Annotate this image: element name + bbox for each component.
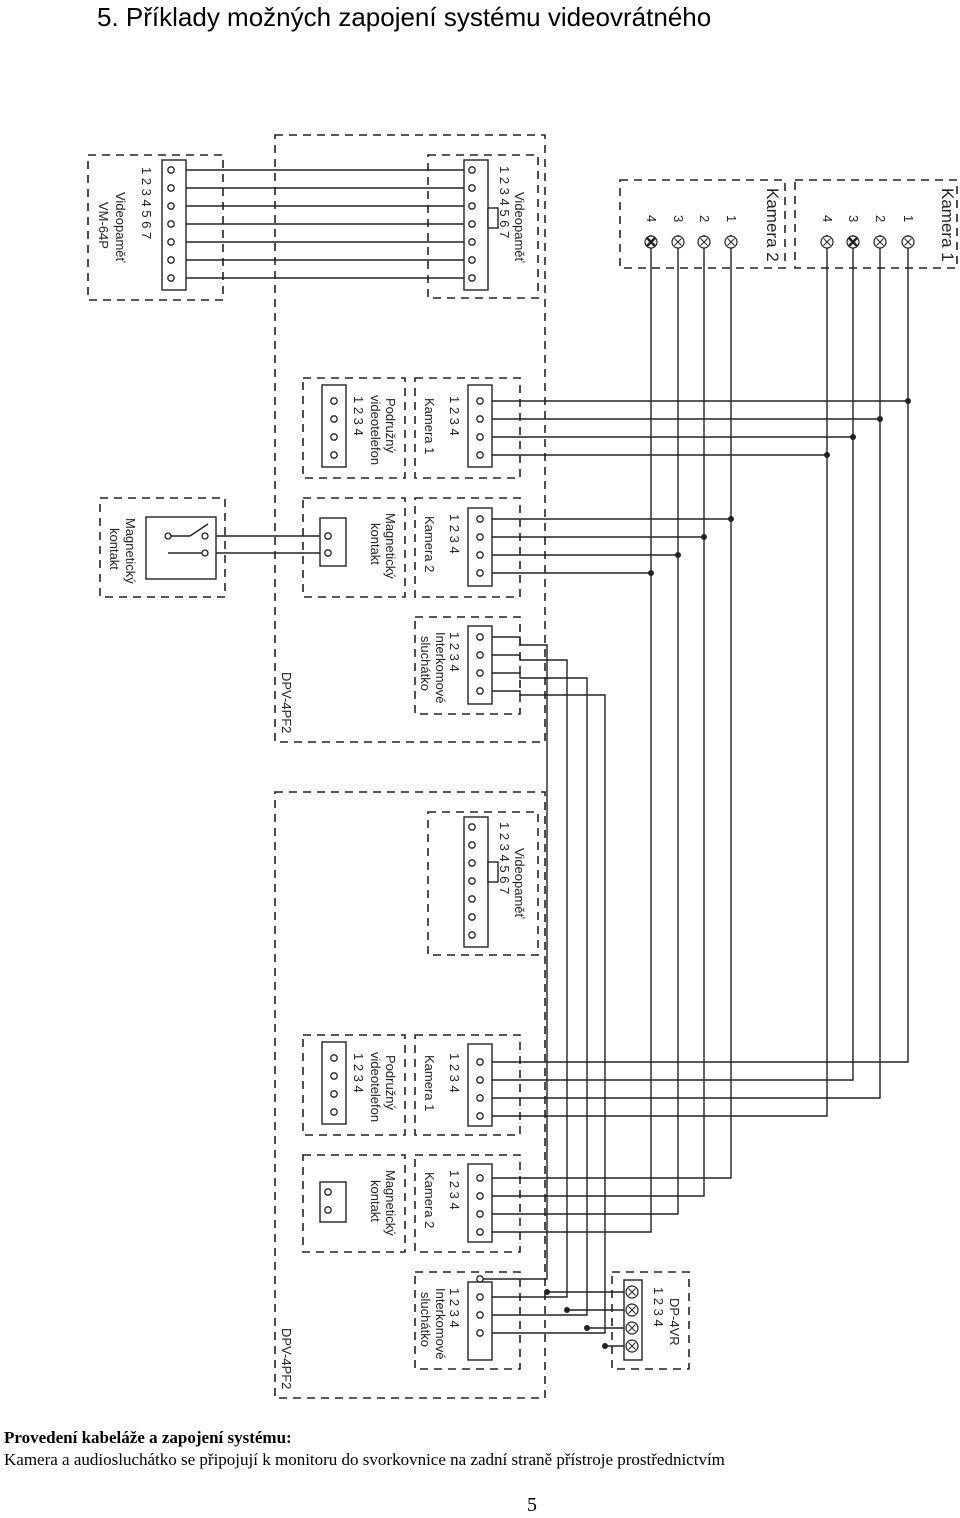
ext-kamera2-n1: 1 (724, 215, 739, 222)
dpv2-videopamet-nums: 1 2 3 4 5 6 7 (497, 822, 512, 894)
dpv2-interkom-label-1: Interkomové (433, 1288, 448, 1360)
dpv2-interkom-label-2: sluchátko (418, 1292, 433, 1347)
dpv-1-kamera1-box (414, 377, 521, 479)
dpv-2-kamera1-box (414, 1034, 521, 1136)
dpv1-interkom-label-2: sluchátko (418, 636, 433, 691)
dpv2-podruzny-label-1: Podružný (383, 1055, 398, 1110)
magneticky-kontakt-ext-box (99, 497, 226, 598)
dpv-2-podruzny-box (302, 1034, 406, 1136)
page-number: 5 (527, 1494, 537, 1516)
ext-magnet-label-2: kontakt (107, 528, 122, 570)
caption-body: Kamera a audiosluchátko se připojují k m… (4, 1450, 725, 1469)
dpv1-interkom-nums: 1 2 3 4 (447, 632, 462, 672)
vm-video-label: Videopaměť (113, 192, 128, 263)
wiring-diagram: 1 2 3 4 5 6 7 Videopaměť VM-64P Videopam… (87, 134, 958, 1399)
dpv1-model-label: DPV-4PF2 (279, 672, 294, 733)
dpv-1-interkom-box (414, 616, 521, 715)
dpv-1-kamera2-box (414, 497, 521, 598)
ext-kamera2-n4: 4 (644, 215, 659, 222)
dpv1-kamera1-label: Kamera 1 (422, 398, 437, 454)
ext-kamera1-label: Kamera 1 (938, 188, 957, 262)
dpv-2-box (274, 791, 546, 1399)
dpv-2-videopamet-box (427, 811, 539, 956)
ext-kamera1-n3: 3 (846, 215, 861, 222)
dpv1-kamera2-label: Kamera 2 (422, 516, 437, 572)
ext-kamera1-n4: 4 (820, 215, 835, 222)
dpv2-podruzny-nums: 1 2 3 4 (351, 1053, 366, 1093)
dpv-1-magnet-box (302, 497, 406, 598)
dpv1-interkom-label-1: Interkomové (433, 632, 448, 704)
dpv-1-podruzny-box (302, 377, 406, 479)
dp4vr-label: DP-4VR (667, 1298, 682, 1346)
ext-kamera2-n2: 2 (697, 215, 712, 222)
dpv2-model-label: DPV-4PF2 (279, 1328, 294, 1389)
dpv-2-kamera2-box (414, 1154, 521, 1253)
dpv2-kamera1-label: Kamera 1 (422, 1055, 437, 1111)
dpv1-podruzny-label-1: Podružný (383, 398, 398, 453)
dpv1-videopamet-nums: 1 2 3 4 5 6 7 (497, 166, 512, 238)
ext-kamera1-n2: 2 (873, 215, 888, 222)
dpv1-kamera2-nums: 1 2 3 4 (447, 514, 462, 554)
page-title: 5. Příklady možných zapojení systému vid… (97, 2, 712, 32)
dp4vr-nums: 1 2 3 4 (651, 1287, 666, 1327)
dpv1-videopamet-label: Videopaměť (512, 192, 527, 263)
caption-heading: Provedení kabeláže a zapojení systému: (4, 1428, 292, 1447)
dpv1-podruzny-nums: 1 2 3 4 (351, 396, 366, 436)
dpv2-kamera2-label: Kamera 2 (422, 1172, 437, 1228)
dpv2-magnet-label-2: kontakt (368, 1180, 383, 1222)
ext-magnet-label-1: Magnetický (123, 518, 138, 584)
dpv1-magnet-label-1: Magnetický (383, 513, 398, 579)
dpv-2-interkom-box (414, 1271, 521, 1370)
dpv2-kamera2-nums: 1 2 3 4 (447, 1170, 462, 1210)
dpv1-kamera1-nums: 1 2 3 4 (447, 396, 462, 436)
dpv-1-box (274, 134, 546, 743)
ext-kamera2-n3: 3 (671, 215, 686, 222)
dpv-1-videopamet-box (427, 154, 539, 299)
vm-model-label: VM-64P (96, 202, 111, 249)
dpv2-magnet-label-1: Magnetický (383, 1170, 398, 1236)
ext-kamera2-label: Kamera 2 (763, 188, 782, 262)
ext-kamera1-box (794, 179, 958, 269)
dpv2-kamera1-nums: 1 2 3 4 (447, 1053, 462, 1093)
dpv1-podruzny-label-2: videotelefon (368, 395, 383, 465)
ext-kamera1-n1: 1 (901, 215, 916, 222)
dpv2-interkom-nums: 1 2 3 4 (447, 1288, 462, 1328)
dpv2-podruzny-label-2: videotelefon (368, 1052, 383, 1122)
vm-nums-label: 1 2 3 4 5 6 7 (139, 167, 154, 239)
dp4vr-box (611, 1271, 690, 1370)
ext-kamera2-box (619, 179, 786, 269)
dpv1-magnet-label-2: kontakt (368, 523, 383, 565)
dpv2-videopamet-label: Videopaměť (512, 848, 527, 919)
